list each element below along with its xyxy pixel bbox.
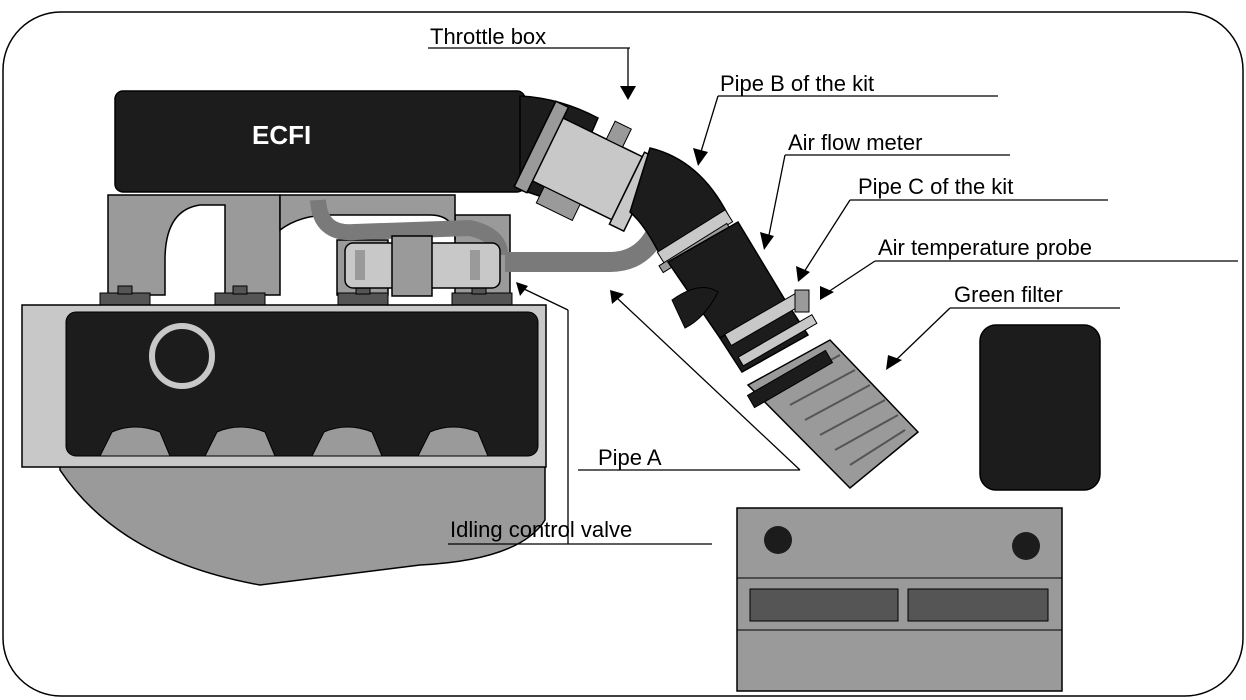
engine-sump <box>59 464 546 586</box>
ecfi-box <box>114 90 526 193</box>
oil-filler-cap <box>149 323 215 389</box>
label-air-flow-meter: Air flow meter <box>788 130 922 155</box>
leader-arrowheads <box>516 86 902 370</box>
manifold-bolts <box>99 285 513 307</box>
label-throttle-box: Throttle box <box>430 24 546 49</box>
engine-block-bumps <box>99 426 489 457</box>
label-pipe-c: Pipe C of the kit <box>858 174 1013 199</box>
label-pipe-a: Pipe A <box>598 445 662 470</box>
label-idling-control-valve: Idling control valve <box>450 517 632 542</box>
idle-control-valve <box>344 235 501 297</box>
pipe-c <box>718 289 818 373</box>
label-air-temperature-probe: Air temperature probe <box>878 235 1092 260</box>
battery <box>736 507 1063 692</box>
air-flow-meter-spout <box>671 287 719 329</box>
label-pipe-b: Pipe B of the kit <box>720 71 874 96</box>
leader-lines <box>428 47 1238 545</box>
label-green-filter: Green filter <box>954 282 1063 307</box>
ecfi-label: ECFI <box>252 120 311 150</box>
spare-filter <box>979 324 1101 491</box>
green-filter <box>746 339 920 490</box>
